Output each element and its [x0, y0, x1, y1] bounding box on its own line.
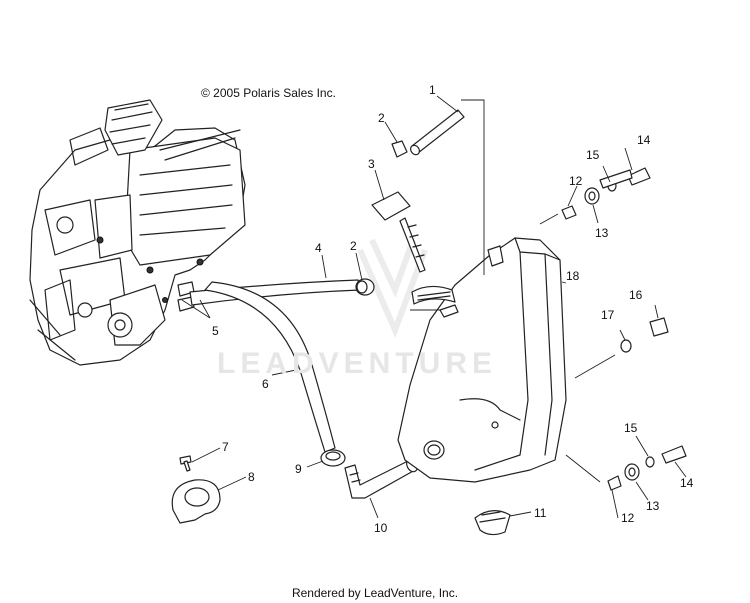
callout-13-upper: 13 [595, 226, 609, 240]
callout-9: 9 [295, 462, 302, 476]
callout-17: 17 [601, 308, 615, 322]
part-8-p-clamp [171, 479, 221, 524]
copyright-text: © 2005 Polaris Sales Inc. [201, 86, 336, 100]
footer-text: Rendered by LeadVenture, Inc. [291, 586, 459, 600]
part-18-oil-tank [397, 237, 567, 483]
callout-2-hose: 2 [350, 239, 357, 253]
callout-14-lower: 14 [680, 476, 694, 490]
callout-13-lower: 13 [646, 499, 660, 513]
part-9-clamp [320, 449, 346, 467]
watermark-emblem [357, 238, 428, 338]
engine-assembly [29, 99, 246, 366]
callout-7: 7 [222, 440, 229, 454]
callout-12-lower: 12 [621, 511, 635, 525]
watermark-text: LEADVENTURE [217, 347, 498, 380]
callout-15-lower: 15 [624, 421, 638, 435]
callout-14-upper: 14 [637, 133, 651, 147]
callout-18: 18 [566, 269, 580, 283]
upper-mount-hardware [561, 167, 651, 220]
callout-8: 8 [248, 470, 255, 484]
part-16-17-fittings [620, 317, 669, 353]
part-2-clamp-top [391, 140, 408, 158]
callout-2-top: 2 [378, 111, 385, 125]
part-2-clamp-hose [355, 278, 375, 296]
leader-lines [181, 95, 687, 519]
callout-15-upper: 15 [586, 148, 600, 162]
callout-1: 1 [429, 83, 436, 97]
callout-3: 3 [368, 157, 375, 171]
lower-mount-hardware [607, 445, 687, 491]
part-7-screw [179, 455, 192, 472]
part-1-vent-tube [409, 109, 465, 156]
callout-16: 16 [629, 288, 643, 302]
part-11-drain-plug [474, 510, 511, 536]
callout-4: 4 [315, 241, 322, 255]
callout-11: 11 [534, 506, 547, 520]
callout-12-upper: 12 [569, 174, 583, 188]
callout-10: 10 [374, 521, 388, 535]
part-6-hose [204, 281, 336, 453]
callout-5: 5 [212, 324, 219, 338]
part-3-dipstick [371, 191, 426, 273]
callout-6: 6 [262, 377, 269, 391]
